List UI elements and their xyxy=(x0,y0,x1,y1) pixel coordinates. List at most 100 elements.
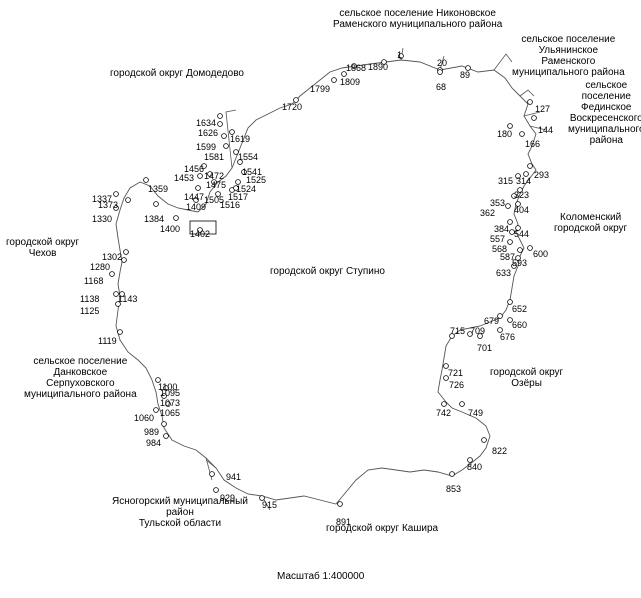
boundary-point-marker xyxy=(507,239,513,245)
boundary-point-marker xyxy=(293,97,299,103)
boundary-point-marker xyxy=(449,471,455,477)
label-nikonovskoe: сельское поселение Никоновское Раменског… xyxy=(333,8,503,30)
boundary-point-marker xyxy=(233,149,239,155)
boundary-point-marker xyxy=(119,291,125,297)
boundary-point-label: 1524 xyxy=(236,184,256,194)
label-box-1402 xyxy=(189,220,217,235)
label-ozery: городской округ Озёры xyxy=(490,367,564,389)
boundary-point-marker xyxy=(527,99,533,105)
label-kashira: городской округ Кашира xyxy=(326,523,439,534)
boundary-point-marker xyxy=(153,407,159,413)
label-yasnogorsk: Ясногорский муниципальный район Тульской… xyxy=(112,496,248,529)
boundary-spur-north xyxy=(205,47,547,511)
map-center-title: городской округ Ступино xyxy=(270,266,385,277)
boundary-point-marker xyxy=(237,159,243,165)
boundary-point-marker xyxy=(155,377,161,383)
boundary-point-label: 652 xyxy=(512,304,527,314)
boundary-point-marker xyxy=(241,169,247,175)
boundary-point-label: 941 xyxy=(226,472,241,482)
boundary-point-marker xyxy=(509,229,515,235)
boundary-point-marker xyxy=(437,69,443,75)
boundary-point-label: 989 xyxy=(144,427,159,437)
boundary-point-marker xyxy=(215,191,221,197)
boundary-point-label: 1626 xyxy=(198,128,218,138)
boundary-point-label: 568 xyxy=(492,244,507,254)
boundary-point-label: 1447 xyxy=(184,192,204,202)
label-ulyaninskoe: сельское поселение Ульянинское Раменског… xyxy=(512,34,625,78)
boundary-point-marker xyxy=(211,179,217,185)
boundary-point-label: 929 xyxy=(220,493,235,503)
label-fedinskoe: сельское поселение Фединское Воскресенск… xyxy=(568,80,641,146)
boundary-point-marker xyxy=(523,171,529,177)
boundary-point-label: 314 xyxy=(516,176,531,186)
boundary-point-marker xyxy=(507,317,513,323)
boundary-point-marker xyxy=(441,401,447,407)
boundary-point-label: 1868 xyxy=(346,63,366,73)
boundary-point-marker xyxy=(195,185,201,191)
boundary-point-marker xyxy=(163,433,169,439)
boundary-point-label: 180 xyxy=(497,129,512,139)
boundary-point-marker xyxy=(161,393,167,399)
boundary-point-label: 89 xyxy=(460,70,470,80)
boundary-point-label: 1330 xyxy=(92,214,112,224)
boundary-point-label: 593 xyxy=(512,258,527,268)
boundary-point-marker xyxy=(337,501,343,507)
boundary-point-label: 701 xyxy=(477,343,492,353)
boundary-point-label: 1384 xyxy=(144,214,164,224)
boundary-point-marker xyxy=(223,143,229,149)
boundary-point-marker xyxy=(507,299,513,305)
boundary-point-marker xyxy=(201,163,207,169)
boundary-point-marker xyxy=(511,263,517,269)
boundary-point-marker xyxy=(209,471,215,477)
boundary-point-marker xyxy=(449,333,455,339)
boundary-point-label: 1280 xyxy=(90,262,110,272)
boundary-point-marker xyxy=(477,333,483,339)
boundary-point-marker xyxy=(233,185,239,191)
boundary-point-label: 1720 xyxy=(282,102,302,112)
boundary-point-label: 20 xyxy=(437,58,447,68)
label-danki: сельское поселение Данковское Серпуховск… xyxy=(24,356,137,400)
boundary-point-label: 749 xyxy=(468,408,483,418)
boundary-point-label: 1516 xyxy=(220,200,240,210)
boundary-point-marker xyxy=(515,225,521,231)
boundary-point-label: 1 xyxy=(397,50,402,60)
label-domodedovo: городской округ Домодедово xyxy=(110,68,244,79)
boundary-point-marker xyxy=(109,271,115,277)
boundary-point-label: 1302 xyxy=(102,252,122,262)
boundary-point-label: 742 xyxy=(436,408,451,418)
boundary-point-marker xyxy=(217,113,223,119)
boundary-point-marker xyxy=(173,215,179,221)
boundary-point-label: 721 xyxy=(448,368,463,378)
boundary-point-label: 1125 xyxy=(80,306,99,316)
boundary-point-marker xyxy=(165,401,171,407)
boundary-point-label: 726 xyxy=(449,380,464,390)
boundary-point-marker xyxy=(207,171,213,177)
boundary-point-label: 1337 xyxy=(92,194,112,204)
boundary-point-marker xyxy=(217,121,223,127)
boundary-point-marker xyxy=(259,495,265,501)
boundary-point-marker xyxy=(221,133,227,139)
boundary-point-marker xyxy=(113,191,119,197)
boundary-point-marker xyxy=(235,179,241,185)
boundary-point-label: 676 xyxy=(500,332,515,342)
boundary-point-marker xyxy=(197,227,203,233)
boundary-point-label: 1073 xyxy=(160,398,180,408)
boundary-point-label: 1554 xyxy=(238,152,258,162)
boundary-point-marker xyxy=(467,457,473,463)
boundary-point-label: 660 xyxy=(512,320,527,330)
boundary-point-marker xyxy=(193,197,199,203)
boundary-point-marker xyxy=(497,313,503,319)
boundary-point-label: 1373 xyxy=(98,200,118,210)
boundary-point-label: 1809 xyxy=(340,77,360,87)
boundary-point-marker xyxy=(341,71,347,77)
boundary-point-marker xyxy=(163,385,169,391)
boundary-point-marker xyxy=(153,201,159,207)
boundary-point-label: 1100 xyxy=(158,382,177,392)
boundary-point-label: 1475 xyxy=(206,180,226,190)
boundary-point-label: 293 xyxy=(534,170,549,180)
boundary-point-label: 144 xyxy=(538,125,553,135)
boundary-point-label: 1453 xyxy=(174,173,194,183)
boundary-point-marker xyxy=(507,123,513,129)
boundary-point-label: 127 xyxy=(535,104,550,114)
